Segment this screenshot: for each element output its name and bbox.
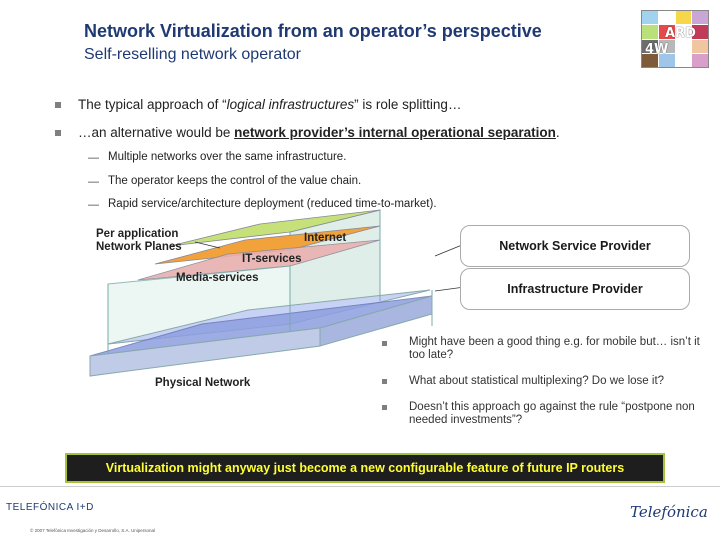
question-1: Might have been a good thing e.g. for mo…: [409, 336, 700, 361]
footer-copyright: © 2007 Telefónica Investigación y Desarr…: [30, 528, 156, 533]
bullet-marker: [55, 102, 61, 108]
bullet-marker: [55, 130, 61, 136]
diagram-label-physical: Physical Network: [155, 377, 251, 389]
bullet-2: …an alternative would be network provide…: [78, 125, 560, 140]
bullet-marker: [382, 379, 387, 384]
question-2: What about statistical multiplexing? Do …: [409, 375, 665, 387]
question-3: Doesn’t this approach go against the rul…: [409, 401, 695, 426]
diagram-label-planes: Per application Network Planes: [96, 228, 182, 253]
sub-bullet-1: Multiple networks over the same infrastr…: [108, 151, 347, 163]
sub-bullet-3: Rapid service/architecture deployment (r…: [108, 198, 437, 210]
page-subtitle: Self-reselling network operator: [84, 46, 301, 63]
infrastructure-provider-box: Infrastructure Provider: [460, 268, 690, 310]
footer-divider: [0, 486, 720, 487]
bullet-1: The typical approach of “logical infrast…: [78, 97, 462, 112]
conclusion-banner: Virtualization might anyway just become …: [65, 453, 665, 483]
network-planes-diagram: [89, 209, 460, 377]
telefonica-logo: Telefónica: [630, 503, 708, 521]
dash-marker: —: [88, 199, 99, 211]
network-service-provider-box: Network Service Provider: [460, 225, 690, 267]
bullet-marker: [382, 405, 387, 410]
logo-sub: 4W: [645, 42, 669, 57]
logo-letters: ARD: [665, 26, 696, 41]
page-title: Network Virtualization from an operator’…: [84, 21, 542, 41]
dash-marker: —: [88, 152, 99, 164]
dash-marker: —: [88, 176, 99, 188]
ard-4w-logo: [641, 10, 709, 68]
footer-company: TELEFÓNICA I+D: [6, 502, 94, 513]
diagram-label-internet: Internet: [304, 232, 347, 244]
bullet-marker: [382, 341, 387, 346]
diagram-label-media: Media-services: [176, 272, 259, 284]
diagram-label-it: IT-services: [242, 253, 302, 265]
sub-bullet-2: The operator keeps the control of the va…: [108, 175, 362, 187]
